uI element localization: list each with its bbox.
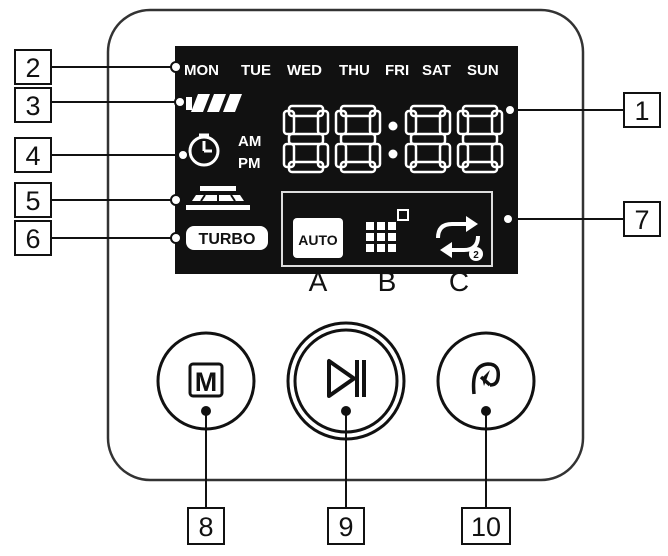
day-label-fri: FRI <box>385 62 409 79</box>
grid-mode-icon <box>366 209 409 252</box>
leader-lines <box>51 66 624 508</box>
callout-5: 5 <box>14 182 52 218</box>
day-label-sat: SAT <box>422 62 451 79</box>
repeat-mode-icon: 2 <box>436 216 483 261</box>
callout-8: 8 <box>187 507 225 545</box>
svg-text:1: 1 <box>634 96 649 126</box>
svg-text:8: 8 <box>198 512 213 542</box>
day-labels: MON TUE WED THU FRI SAT SUN <box>184 62 499 79</box>
leader-dots <box>170 61 516 244</box>
callout-4: 4 <box>14 137 52 173</box>
auto-mode-icon: AUTO <box>293 218 343 258</box>
timer-icon <box>188 133 220 167</box>
play-pause-icon <box>327 359 366 398</box>
day-label-thu: THU <box>339 62 370 79</box>
day-label-sun: SUN <box>467 62 499 79</box>
mode-letter-b: B <box>378 266 397 297</box>
callout-1: 1 <box>623 92 661 128</box>
day-label-tue: TUE <box>241 62 271 79</box>
return-home-icon <box>471 362 501 395</box>
auto-label: AUTO <box>298 232 338 248</box>
repeat-count: 2 <box>473 250 479 261</box>
clock-segment-g <box>409 132 447 146</box>
svg-text:6: 6 <box>25 224 40 254</box>
callout-10: 10 <box>461 507 511 545</box>
callout-2: 2 <box>14 49 52 85</box>
mode-button[interactable]: M <box>156 331 256 431</box>
clock-segment-g <box>339 132 377 146</box>
svg-text:10: 10 <box>471 512 501 542</box>
mode-m-icon: M <box>195 367 218 397</box>
suction-level-icon <box>186 186 250 210</box>
battery-icon <box>186 94 242 112</box>
callout-3: 3 <box>14 87 52 123</box>
clock-display <box>282 104 504 174</box>
svg-text:5: 5 <box>25 186 40 216</box>
svg-text:9: 9 <box>338 512 353 542</box>
callout-7: 7 <box>623 201 661 237</box>
callout-9: 9 <box>327 507 365 545</box>
am-indicator: AM <box>238 133 261 150</box>
clock-digit <box>456 104 504 174</box>
mode-box <box>281 191 493 267</box>
svg-text:3: 3 <box>25 91 40 121</box>
clock-digit <box>404 104 452 174</box>
svg-text:2: 2 <box>25 53 40 83</box>
clock-segment-g <box>461 132 499 146</box>
pm-indicator: PM <box>238 155 261 172</box>
clock-segment-g <box>287 132 325 146</box>
svg-text:7: 7 <box>634 205 649 235</box>
callout-6: 6 <box>14 220 52 256</box>
turbo-label: TURBO <box>199 231 256 248</box>
day-label-wed: WED <box>287 62 322 79</box>
day-label-mon: MON <box>184 62 219 79</box>
mode-letter-c: C <box>449 266 469 297</box>
clock-digit <box>282 104 330 174</box>
clock-digit <box>334 104 382 174</box>
turbo-indicator: TURBO <box>186 226 268 250</box>
mode-letter-a: A <box>309 266 328 297</box>
svg-text:4: 4 <box>25 141 40 171</box>
clock-colon <box>388 121 398 159</box>
